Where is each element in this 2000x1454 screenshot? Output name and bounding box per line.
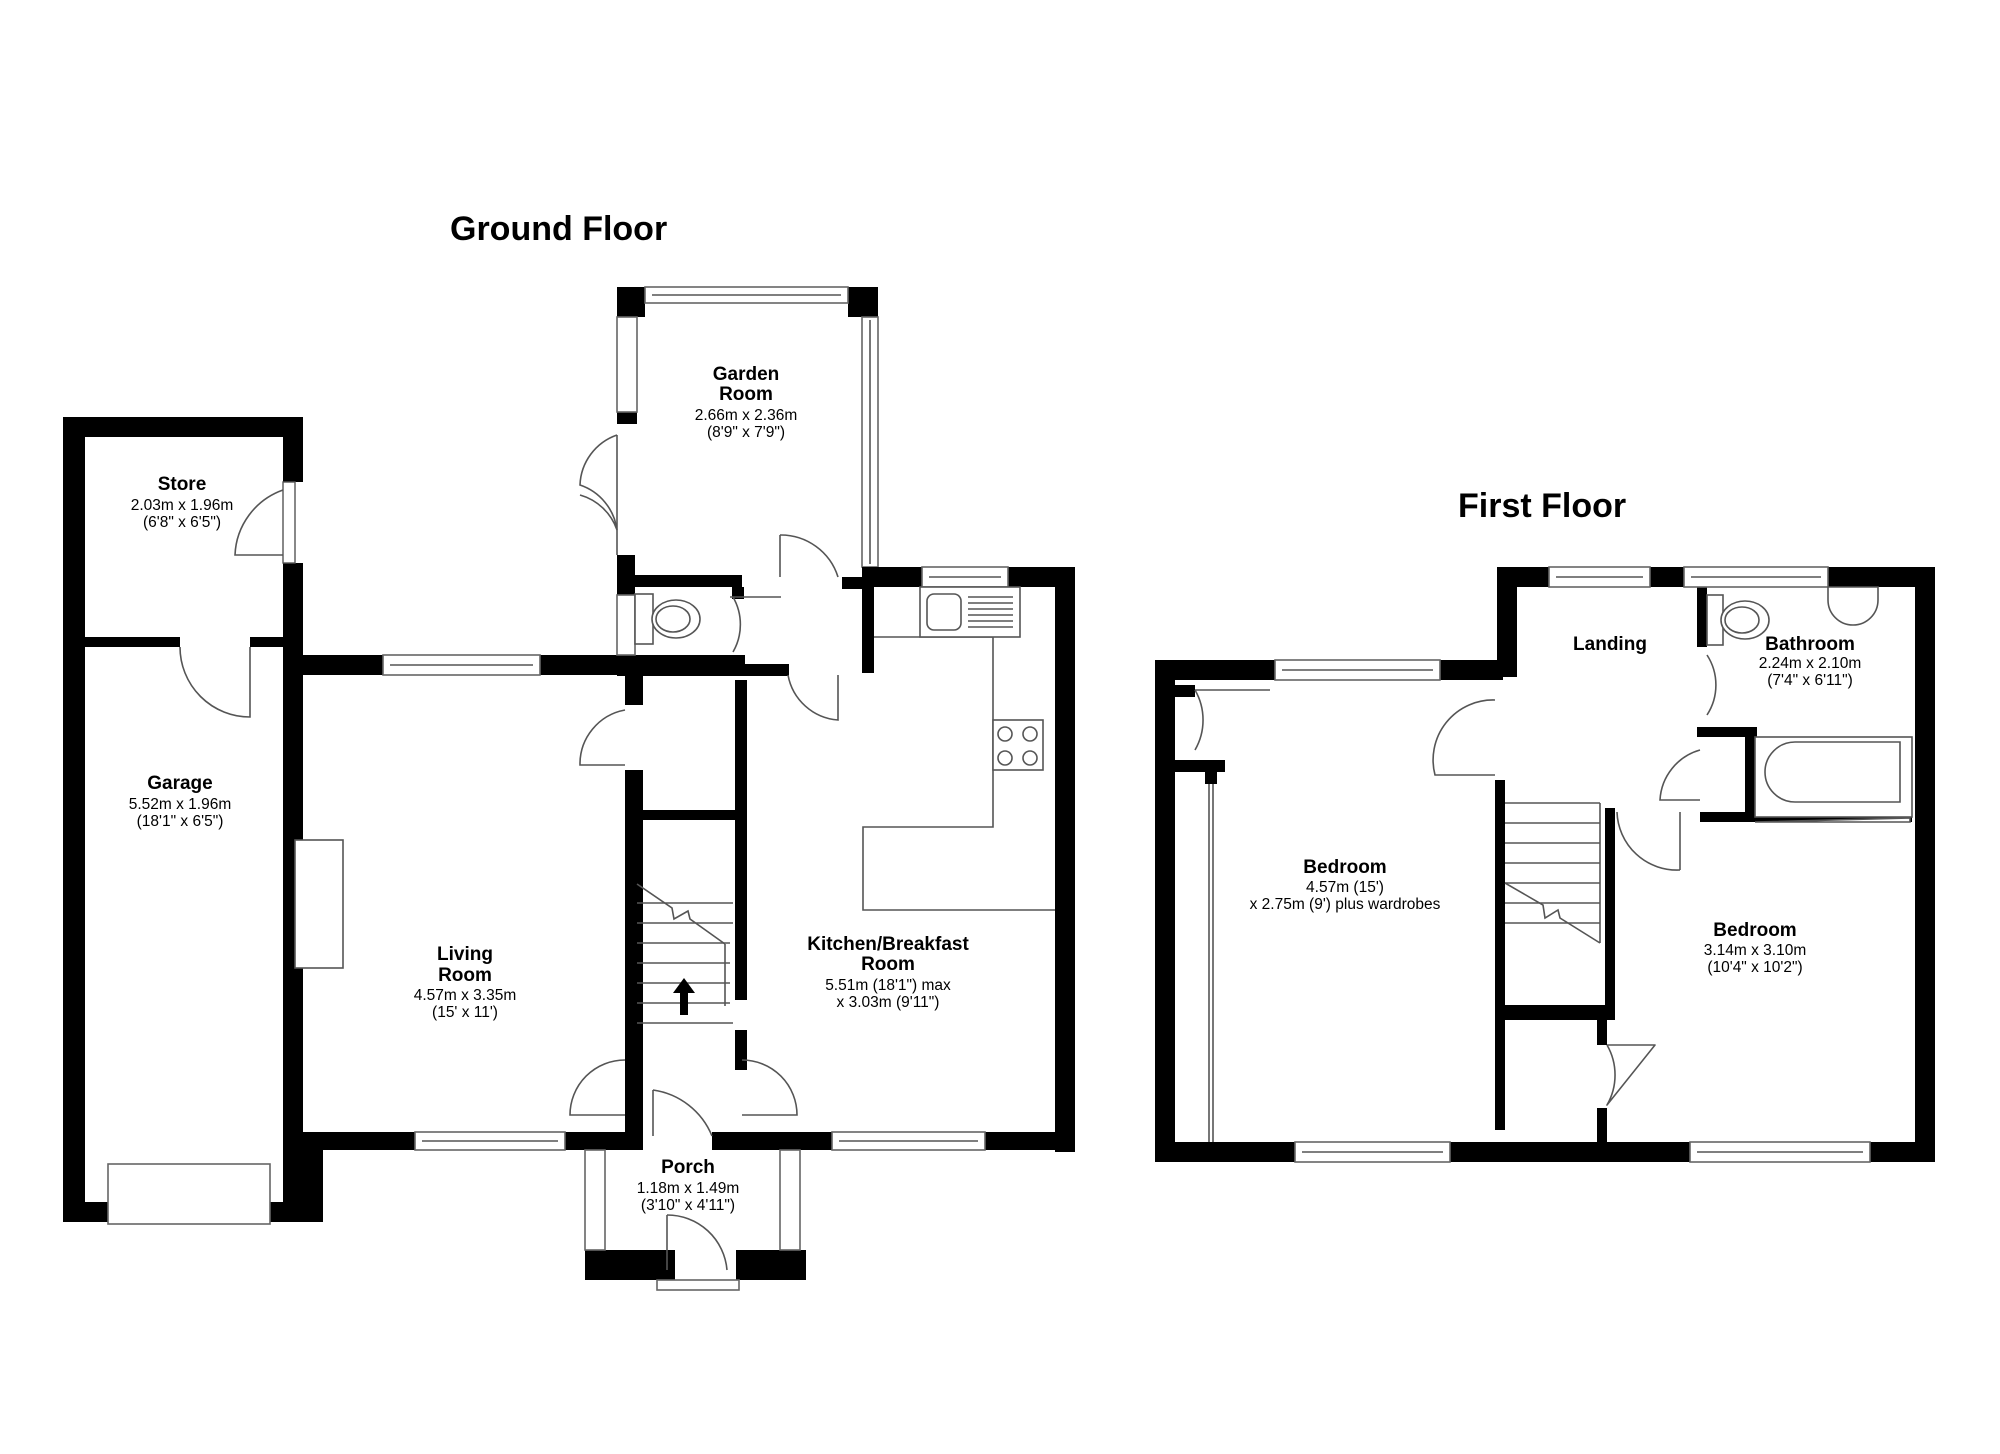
- fireplace: [294, 839, 344, 969]
- svg-text:5.51m (18'1") max: 5.51m (18'1") max: [825, 977, 951, 994]
- first-floor-title: First Floor: [1458, 487, 1626, 525]
- room-label-living-room: Living Room 4.57m x 3.35m (15' x 11'): [414, 944, 517, 1021]
- garden-room-french-doors[interactable]: [579, 434, 618, 531]
- svg-text:(15' x 11'): (15' x 11'): [432, 1004, 498, 1021]
- front-door[interactable]: [666, 1214, 728, 1271]
- garden-room-walls: [617, 287, 878, 424]
- kitchen-walls: [742, 567, 1075, 1152]
- basin-icon: [1827, 586, 1879, 626]
- garage-inner-door[interactable]: [179, 646, 251, 718]
- svg-text:Garage: Garage: [147, 773, 212, 794]
- svg-text:Room: Room: [861, 954, 915, 975]
- ground-stairs: [636, 883, 733, 1024]
- first-floor-plan: Landing Bathroom 2.24m x 2.10m (7'4" x 6…: [1155, 566, 1935, 1163]
- room-label-store: Store 2.03m x 1.96m (6'8" x 6'5"): [131, 474, 234, 531]
- svg-text:3.14m x 3.10m: 3.14m x 3.10m: [1704, 942, 1807, 959]
- bedroom2-door[interactable]: [1616, 811, 1681, 871]
- svg-text:(8'9" x 7'9"): (8'9" x 7'9"): [707, 424, 785, 441]
- bathroom-door[interactable]: [1706, 654, 1717, 716]
- living-room-hall-door[interactable]: [569, 1059, 626, 1116]
- bath-tub: [1754, 736, 1913, 818]
- porch-window-left: [584, 1149, 606, 1251]
- svg-text:4.57m (15'): 4.57m (15'): [1306, 879, 1384, 896]
- svg-text:Store: Store: [158, 474, 207, 495]
- room-label-kitchen: Kitchen/Breakfast Room 5.51m (18'1") max…: [807, 934, 969, 1011]
- porch-window-right: [779, 1149, 801, 1251]
- room-label-landing: Landing: [1573, 634, 1647, 655]
- svg-text:(3'10" x 4'11"): (3'10" x 4'11"): [641, 1197, 735, 1214]
- room-label-bathroom: Bathroom 2.24m x 2.10m (7'4" x 6'11"): [1759, 634, 1862, 689]
- svg-text:2.03m x 1.96m: 2.03m x 1.96m: [131, 497, 234, 514]
- wc-door[interactable]: [732, 596, 742, 653]
- garden-room-window-left: [616, 316, 638, 413]
- svg-text:Bedroom: Bedroom: [1303, 857, 1386, 878]
- porch-walls: [570, 1132, 806, 1280]
- svg-text:2.24m x 2.10m: 2.24m x 2.10m: [1759, 655, 1862, 672]
- svg-text:Garden: Garden: [713, 364, 780, 385]
- wc-window: [616, 594, 636, 656]
- svg-text:(6'8" x 6'5"): (6'8" x 6'5"): [143, 514, 221, 531]
- ground-floor-plan: Store 2.03m x 1.96m (6'8" x 6'5") Garage…: [63, 286, 1075, 1291]
- svg-text:Landing: Landing: [1573, 634, 1647, 655]
- garage-door[interactable]: [107, 1163, 271, 1225]
- wc-toilet-icon: [651, 599, 701, 639]
- landing-cupboard-door[interactable]: [1606, 1044, 1656, 1106]
- svg-text:(10'4" x 10'2"): (10'4" x 10'2"): [1707, 959, 1802, 976]
- store-door[interactable]: [234, 489, 284, 556]
- room-label-bedroom1: Bedroom 4.57m (15') x 2.75m (9') plus wa…: [1250, 857, 1441, 913]
- svg-text:Porch: Porch: [661, 1157, 715, 1178]
- airing-cupboard-door[interactable]: [1659, 749, 1701, 801]
- svg-text:Bedroom: Bedroom: [1713, 920, 1796, 941]
- svg-text:Living: Living: [437, 944, 493, 965]
- svg-text:Bathroom: Bathroom: [1765, 634, 1855, 655]
- room-label-porch: Porch 1.18m x 1.49m (3'10" x 4'11"): [637, 1157, 740, 1214]
- kitchen-worktop: [862, 636, 1055, 911]
- svg-text:4.57m x 3.35m: 4.57m x 3.35m: [414, 987, 517, 1004]
- porch-inner-door[interactable]: [652, 1089, 713, 1137]
- store-door-frame: [282, 481, 296, 564]
- garden-room-door[interactable]: [779, 534, 839, 578]
- stairs-up-arrow-icon: [673, 978, 695, 1015]
- svg-text:x 3.03m (9'11"): x 3.03m (9'11"): [837, 994, 940, 1011]
- ground-floor-title: Ground Floor: [450, 210, 667, 248]
- svg-text:(7'4" x 6'11"): (7'4" x 6'11"): [1767, 672, 1853, 689]
- living-room-door[interactable]: [579, 709, 626, 766]
- room-label-bedroom2: Bedroom 3.14m x 3.10m (10'4" x 10'2"): [1704, 920, 1807, 976]
- room-label-garage: Garage 5.52m x 1.96m (18'1" x 6'5"): [129, 773, 232, 830]
- svg-text:5.52m x 1.96m: 5.52m x 1.96m: [129, 796, 232, 813]
- svg-text:Room: Room: [719, 384, 773, 405]
- bathroom-toilet-icon: [1720, 600, 1770, 640]
- svg-text:x 2.75m (9') plus wardrobes: x 2.75m (9') plus wardrobes: [1250, 896, 1441, 913]
- bedroom1-door[interactable]: [1432, 699, 1496, 776]
- svg-text:1.18m x 1.49m: 1.18m x 1.49m: [637, 1180, 740, 1197]
- kitchen-hall-door[interactable]: [787, 674, 839, 721]
- svg-text:(18'1" x 6'5"): (18'1" x 6'5"): [137, 813, 224, 830]
- room-label-garden-room: Garden Room 2.66m x 2.36m (8'9" x 7'9"): [695, 364, 798, 441]
- first-floor-stairs: [1504, 802, 1601, 944]
- front-door-step: [656, 1279, 740, 1291]
- wc-walls: [617, 555, 874, 676]
- first-floor-walls: [1155, 567, 1935, 1162]
- svg-text:2.66m x 2.36m: 2.66m x 2.36m: [695, 407, 798, 424]
- svg-text:Kitchen/Breakfast: Kitchen/Breakfast: [807, 934, 969, 955]
- wc-cistern: [634, 593, 654, 645]
- svg-text:Room: Room: [438, 965, 492, 986]
- kitchen-hall-door-south[interactable]: [741, 1059, 798, 1116]
- cupboard-door[interactable]: [1194, 689, 1204, 751]
